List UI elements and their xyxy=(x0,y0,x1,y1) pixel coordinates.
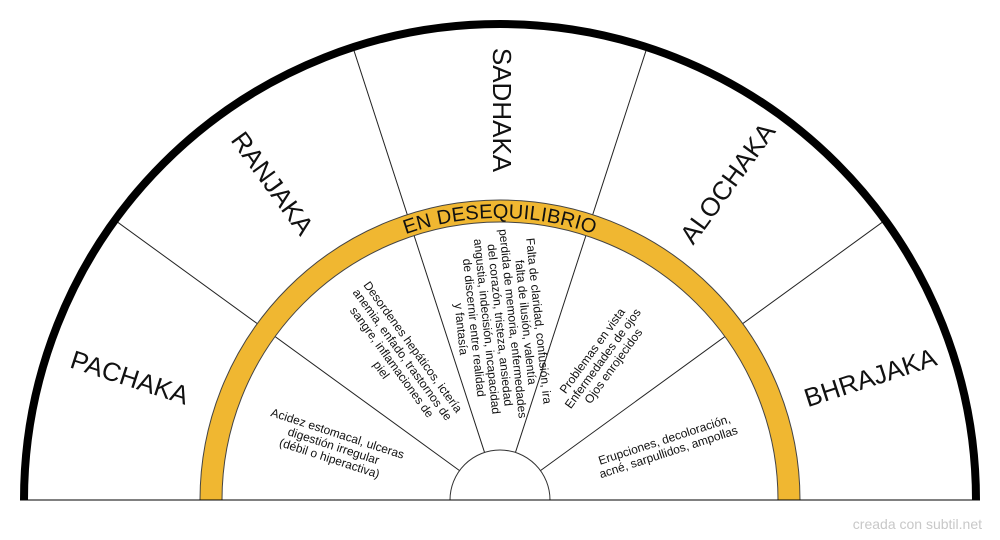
sector-divider xyxy=(514,47,648,453)
watermark: creada con subtil.net xyxy=(852,516,982,532)
sector-dividers xyxy=(114,47,886,472)
outer-border-arc xyxy=(20,20,980,501)
sector-divider xyxy=(540,219,886,472)
symptom-line: y fantasía xyxy=(452,302,471,356)
sector-name-sadhaka: SADHAKA xyxy=(487,48,517,173)
sector-divider xyxy=(352,47,486,453)
center-semicircle xyxy=(449,449,551,501)
outer-semicircle xyxy=(24,24,976,500)
sector-divider xyxy=(114,219,460,472)
